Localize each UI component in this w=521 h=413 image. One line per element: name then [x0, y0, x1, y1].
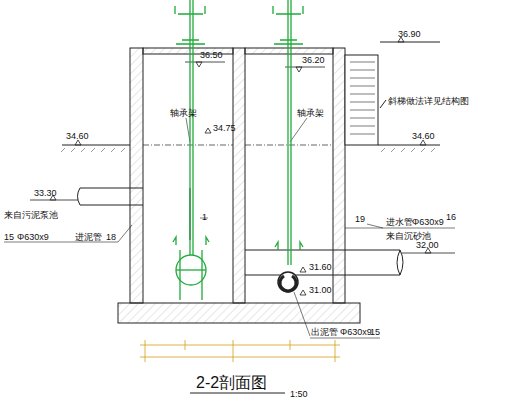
elevation-value: 34.60: [66, 131, 89, 141]
annotation-label: 轴承架: [170, 108, 197, 118]
elevation-value: 18: [106, 232, 116, 242]
annotation-label: Φ630x9: [412, 217, 444, 227]
elevation-value: 31.00: [309, 285, 332, 295]
elevation-value: 36.50: [200, 50, 223, 60]
elevation-value: 15: [370, 327, 380, 337]
annotation-label: Φ630x9: [17, 232, 49, 242]
drawing-caption: 2-2剖面图: [196, 374, 267, 392]
annotation-label: 斜梯做法详见结构图: [388, 96, 469, 106]
elevation-value: 15: [4, 232, 14, 242]
elevation-value: 34.60: [412, 131, 435, 141]
elevation-value: 16: [446, 212, 456, 222]
annotation-label: 轴承架: [297, 108, 324, 118]
elevation-value: 1:50: [290, 389, 308, 399]
elevation-value: 32.00: [416, 240, 439, 250]
elevation-value: 19: [355, 214, 365, 224]
annotation-label: 出泥管: [311, 327, 338, 337]
annotation-label: 来自沉砂池: [386, 231, 431, 241]
elevation-value: 1: [202, 212, 207, 222]
elevation-value: 33.30: [34, 188, 57, 198]
annotation-label: 进水管: [386, 217, 413, 227]
annotation-label: 进泥管: [75, 232, 102, 242]
elevation-value: 31.60: [309, 262, 332, 272]
elevation-value: 36.20: [302, 55, 325, 65]
annotation-label: Φ630x9: [340, 327, 372, 337]
elevation-value: 34.75: [213, 123, 236, 133]
annotation-label: 来自污泥泵池: [4, 210, 58, 220]
elevation-value: 36.90: [398, 29, 421, 39]
